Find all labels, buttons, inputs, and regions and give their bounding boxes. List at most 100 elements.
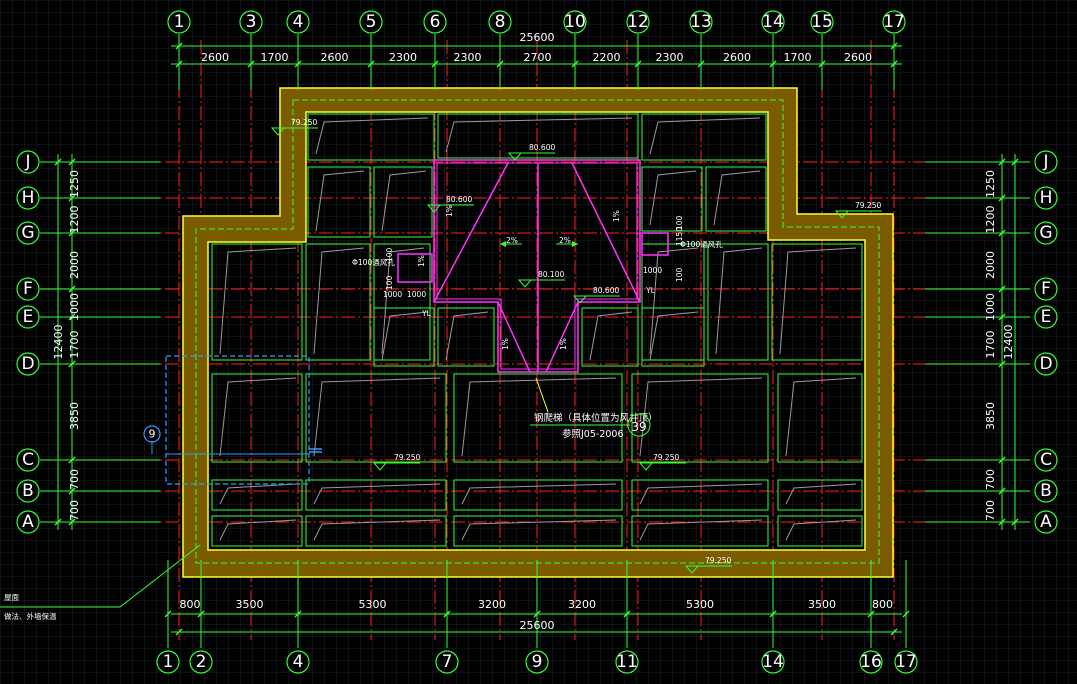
axis-bubble-top-5[interactable]: 5 xyxy=(359,10,383,34)
slope-line xyxy=(381,170,427,232)
slope-line xyxy=(639,377,763,457)
section-marker-number: 9 xyxy=(149,428,156,441)
left-vent-annotation[interactable]: Φ100通风孔 1000 1000 100 100 YL xyxy=(352,247,432,318)
elevation-right-mid[interactable]: 80.600 xyxy=(572,286,620,304)
elevation-vent-left[interactable]: 80.600 xyxy=(426,195,474,213)
parapet-ring[interactable] xyxy=(182,87,894,578)
axis-bubble-top-17[interactable]: 17 xyxy=(882,10,906,34)
elevation-right-step[interactable]: 79.250 xyxy=(834,201,882,219)
axis-bubble-right-H[interactable]: H xyxy=(1034,186,1058,210)
ventilation-outline[interactable] xyxy=(397,159,669,373)
roof-panel xyxy=(453,373,623,463)
axis-bubble-bottom-9[interactable]: 9 xyxy=(525,650,549,674)
axis-bubble-bottom-7[interactable]: 7 xyxy=(435,650,459,674)
axis-bubble-top-14[interactable]: 14 xyxy=(761,10,785,34)
elevation-ridge-top[interactable]: 80.600 xyxy=(507,143,555,161)
axis-bubble-top-1-label: 1 xyxy=(174,12,185,32)
left-dim: 1000 xyxy=(68,293,81,321)
axis-bubble-right-C-label: C xyxy=(1040,450,1052,470)
axis-bubble-bottom-11[interactable]: 11 xyxy=(615,650,639,674)
axis-bubble-top-6[interactable]: 6 xyxy=(423,10,447,34)
axis-bubble-top-10-label: 10 xyxy=(564,12,586,32)
roof-panel xyxy=(373,243,431,361)
axis-bubble-bottom-17[interactable]: 17 xyxy=(894,650,918,674)
axis-bubble-top-10[interactable]: 10 xyxy=(563,10,587,34)
axis-bubble-top-3[interactable]: 3 xyxy=(239,10,263,34)
axis-bubble-right-B[interactable]: B xyxy=(1034,479,1058,503)
axis-bubble-bottom-16[interactable]: 16 xyxy=(859,650,883,674)
axis-bubble-left-E[interactable]: E xyxy=(16,305,40,329)
slope-line xyxy=(313,247,365,355)
elevation-center[interactable]: 80.100 xyxy=(517,270,565,288)
right-dim: 3850 xyxy=(984,402,997,430)
bottom-dim: 800 xyxy=(872,598,893,611)
slope-line xyxy=(219,519,297,541)
right-dim: 2000 xyxy=(984,251,997,279)
axis-bubble-left-G[interactable]: G xyxy=(16,221,40,245)
elevation-bottom-right[interactable]: 79.250 xyxy=(684,556,732,574)
parapet-inner-dashed xyxy=(195,99,880,564)
roof-panel xyxy=(777,373,863,463)
right-vent-annotation[interactable]: Φ100通风孔 1000 1150 100 100 YL xyxy=(643,215,723,295)
axis-bubble-right-C[interactable]: C xyxy=(1034,448,1058,472)
detail-number: 39 xyxy=(631,420,646,434)
axis-bubble-bottom-4[interactable]: 4 xyxy=(286,650,310,674)
axis-bubble-right-A[interactable]: A xyxy=(1034,510,1058,534)
slope-line xyxy=(313,377,441,457)
axis-bubble-right-G[interactable]: G xyxy=(1034,221,1058,245)
slope-line xyxy=(649,247,699,355)
top-dim: 2200 xyxy=(593,51,621,64)
bottom-dim: 3200 xyxy=(478,598,506,611)
axis-bubble-right-D[interactable]: D xyxy=(1034,352,1058,376)
slope-lines xyxy=(219,117,857,541)
roof-panels xyxy=(211,113,863,547)
axis-bubble-top-4[interactable]: 4 xyxy=(286,10,310,34)
elevation-lower-left[interactable]: 79.250 xyxy=(372,453,420,471)
roof-panel xyxy=(707,243,769,361)
bottom-dim: 5300 xyxy=(359,598,387,611)
svg-text:79.250: 79.250 xyxy=(291,118,317,127)
elevation-top-left[interactable]: 79.250 xyxy=(270,118,318,136)
roof-panel xyxy=(641,243,705,361)
axis-bubble-bottom-2[interactable]: 2 xyxy=(189,650,213,674)
axis-bubble-top-8[interactable]: 8 xyxy=(488,10,512,34)
axis-bubble-left-B[interactable]: B xyxy=(16,479,40,503)
axis-bubble-top-12[interactable]: 12 xyxy=(626,10,650,34)
axis-bubble-left-H[interactable]: H xyxy=(16,186,40,210)
left-dim: 700 xyxy=(68,469,81,490)
slope-line xyxy=(779,247,857,355)
axis-bubble-bottom-1[interactable]: 1 xyxy=(156,650,180,674)
section-marker[interactable]: 9 xyxy=(143,425,161,443)
svg-text:100: 100 xyxy=(675,215,684,230)
axis-bubble-left-D[interactable]: D xyxy=(16,352,40,376)
axis-bubble-bottom-2-label: 2 xyxy=(196,652,207,672)
axis-bubble-top-1[interactable]: 1 xyxy=(167,10,191,34)
roof-panel xyxy=(305,243,371,361)
svg-text:Φ100通风孔: Φ100通风孔 xyxy=(680,239,723,249)
axis-bubble-right-F[interactable]: F xyxy=(1034,277,1058,301)
roof-panel xyxy=(373,307,435,367)
roof-panel xyxy=(211,243,303,361)
axis-bubble-top-13[interactable]: 13 xyxy=(689,10,713,34)
slope-line xyxy=(649,170,697,226)
axis-bubble-right-J[interactable]: J xyxy=(1034,150,1058,174)
selection-box[interactable] xyxy=(151,355,322,485)
axis-bubble-left-C[interactable]: C xyxy=(16,448,40,472)
axis-bubble-right-J-label: J xyxy=(1042,152,1048,172)
slope-arrow-right: 2% xyxy=(556,236,578,247)
axis-bubble-bottom-14[interactable]: 14 xyxy=(761,650,785,674)
axis-bubble-top-15[interactable]: 15 xyxy=(810,10,834,34)
axis-bubble-left-F[interactable]: F xyxy=(16,277,40,301)
axis-bubble-left-J[interactable]: J xyxy=(16,150,40,174)
slope-line xyxy=(313,483,441,505)
axis-bubble-right-E[interactable]: E xyxy=(1034,305,1058,329)
ladder-callout[interactable]: 钢爬梯（具体位置为风井顶） 参照J05-2006 39 xyxy=(530,377,658,440)
elevation-lower-right[interactable]: 79.250 xyxy=(638,453,686,471)
axis-bubble-left-A[interactable]: A xyxy=(16,510,40,534)
axis-bubble-left-J-label: J xyxy=(24,152,30,172)
svg-text:79.250: 79.250 xyxy=(855,201,881,210)
svg-text:2%: 2% xyxy=(559,236,571,245)
slope-line xyxy=(639,483,763,505)
svg-text:1%: 1% xyxy=(501,338,510,350)
